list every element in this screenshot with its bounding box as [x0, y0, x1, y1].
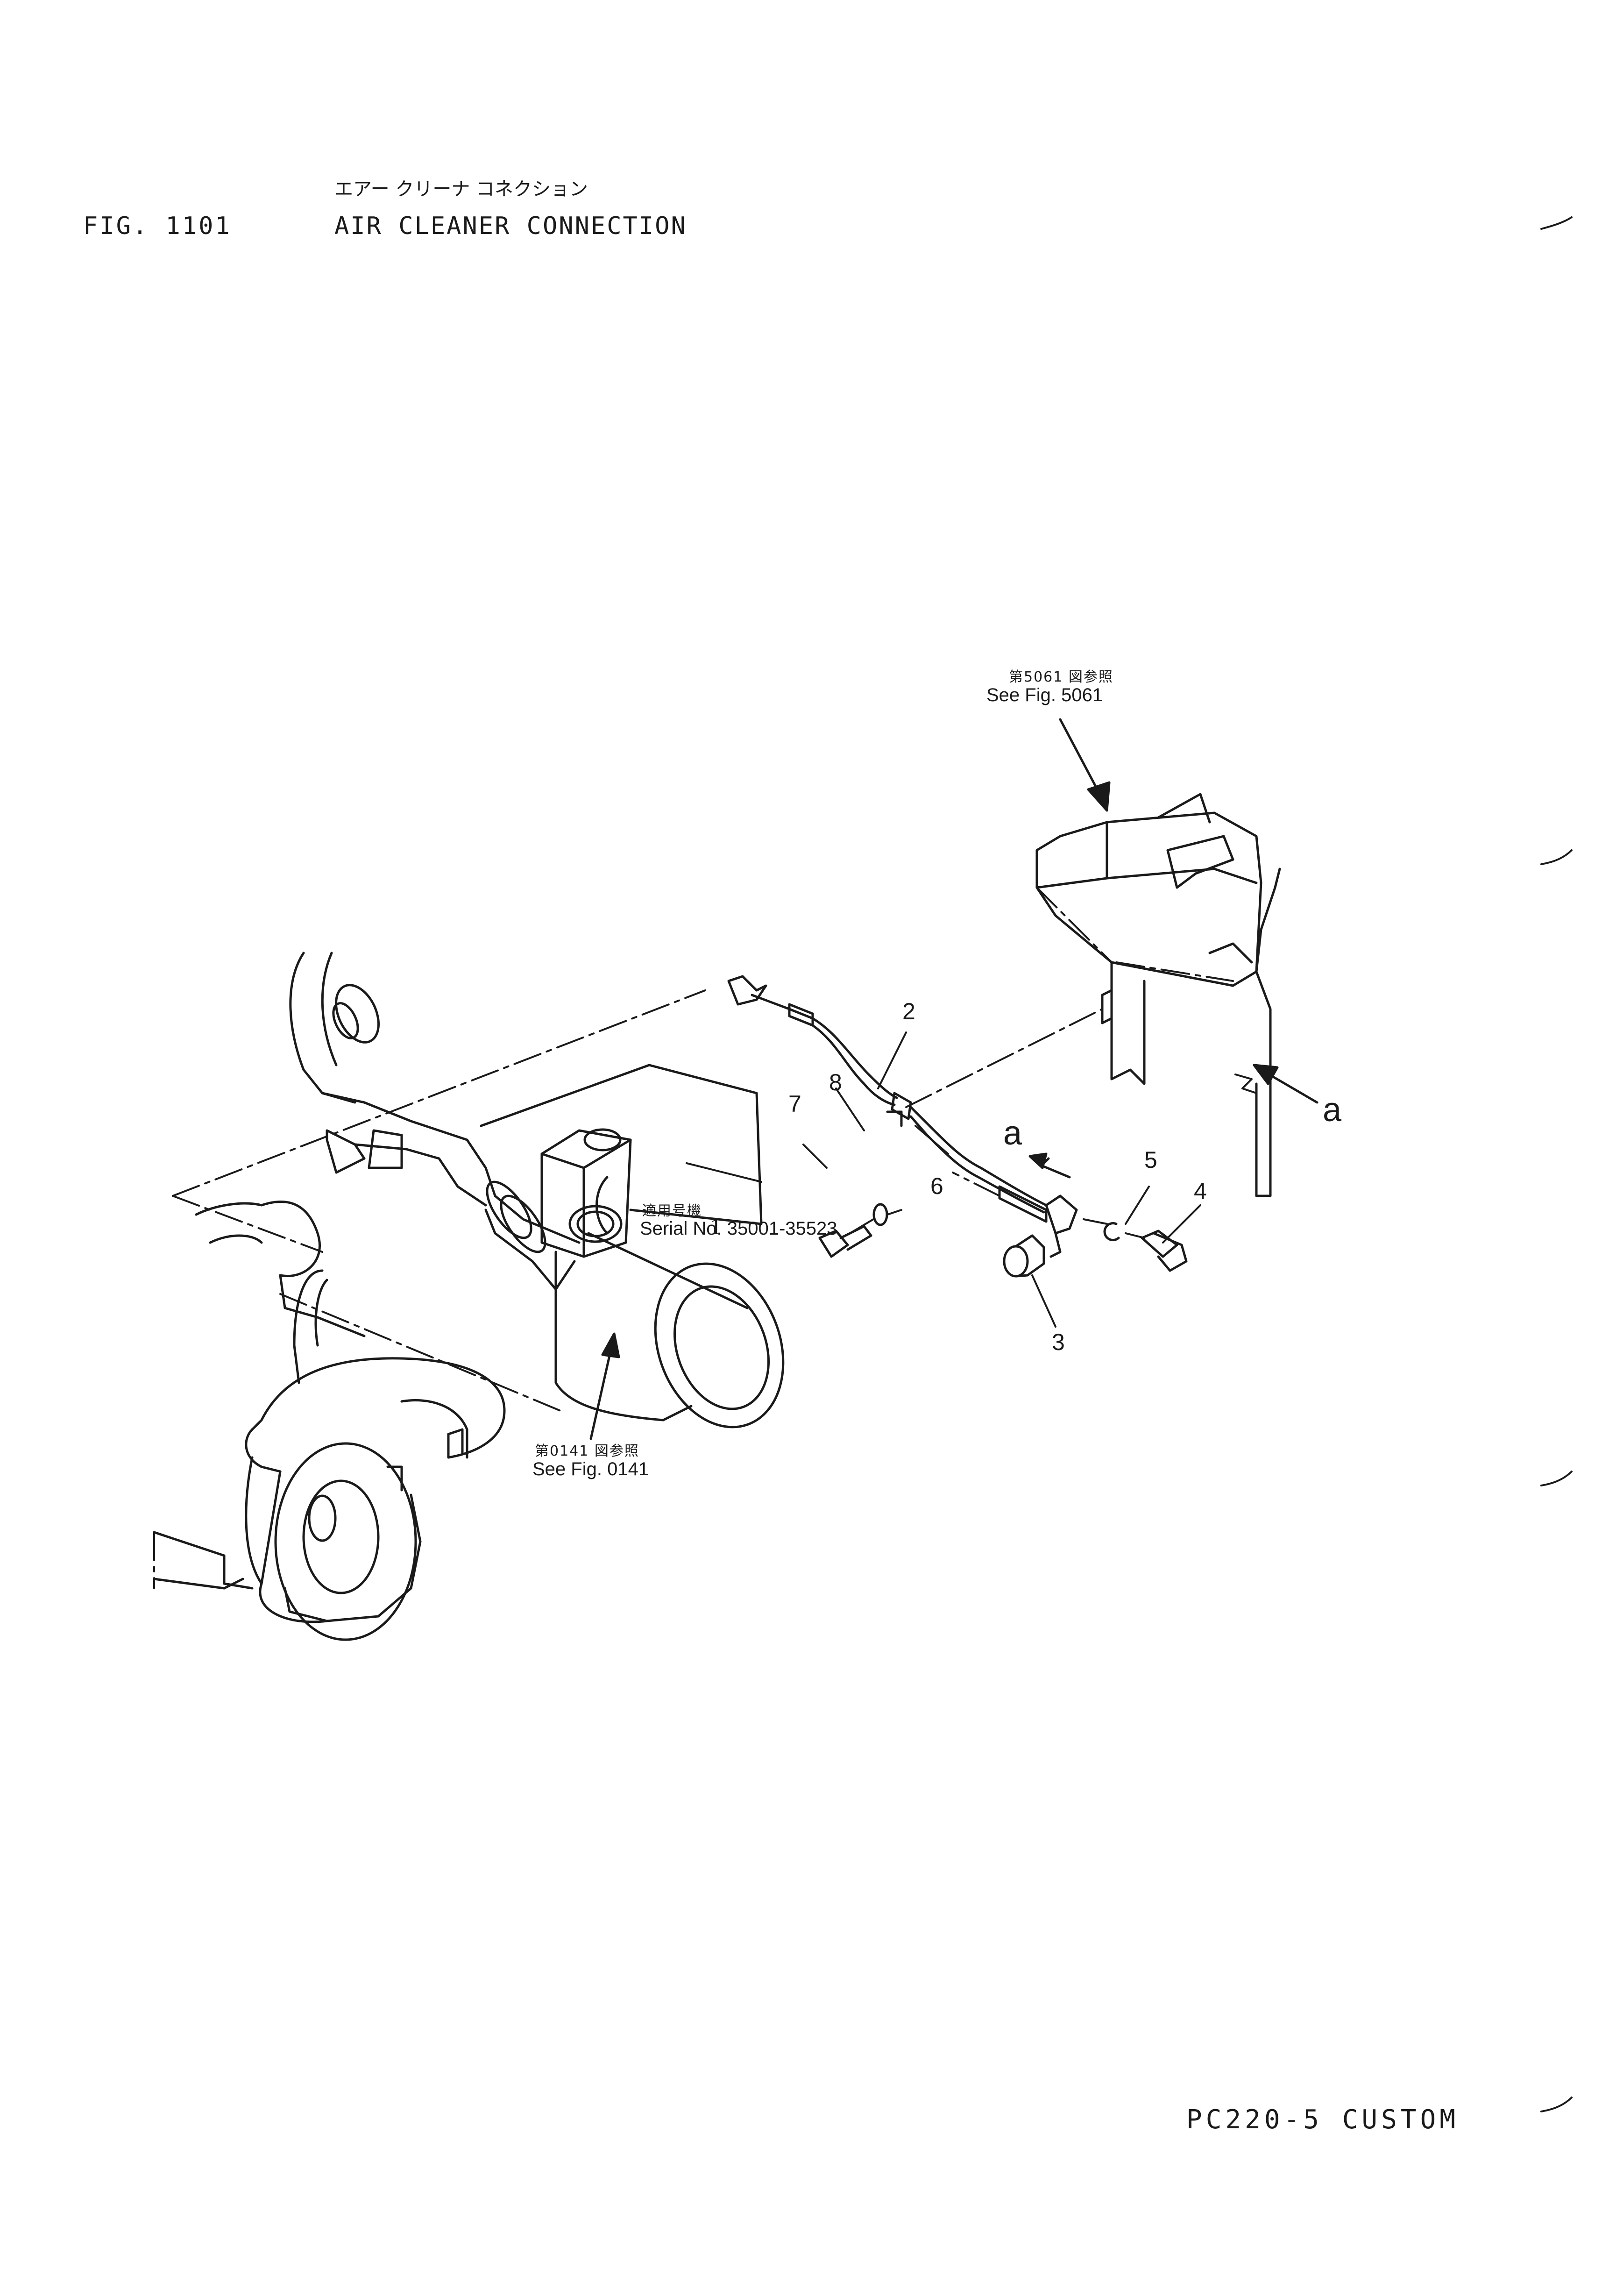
callout-2: 2	[902, 998, 915, 1024]
model-footer: PC220-5 CUSTOM	[1186, 2104, 1460, 2135]
frame-bracket	[1035, 793, 1281, 1197]
bolt-item-4	[1141, 1230, 1188, 1272]
ref-fig-0141: See Fig. 0141	[532, 1459, 649, 1479]
view-ref-a-detail: a	[1003, 1115, 1022, 1152]
callout-1: 1	[710, 1213, 722, 1239]
callout-5: 5	[1144, 1147, 1157, 1173]
plug-item-3	[1003, 1234, 1045, 1278]
callout-4: 4	[1194, 1178, 1207, 1204]
figure-number: FIG. 1101	[83, 212, 232, 240]
leader-lines	[686, 1031, 1201, 1328]
phantom-lines	[153, 887, 1234, 1589]
arrow-view-a-detail	[1028, 1152, 1071, 1179]
washer-item-8	[872, 1203, 888, 1226]
clip-item-6	[886, 1110, 903, 1127]
hose-item-2	[727, 975, 1048, 1214]
serial-applicability: Serial No. 35001-35523	[640, 1218, 837, 1239]
callout-8: 8	[829, 1069, 842, 1095]
sensor-fitting	[998, 1185, 1078, 1258]
figure-title: AIR CLEANER CONNECTION	[334, 212, 687, 240]
snap-ring-item-5	[1103, 1222, 1120, 1242]
figure-title-japanese: エアー クリーナ コネクション	[334, 178, 588, 200]
view-ref-a-frame: a	[1323, 1091, 1342, 1129]
inset-detail-box	[480, 1064, 763, 1258]
callout-6: 6	[930, 1173, 943, 1199]
ref-fig-5061: See Fig. 5061	[986, 685, 1103, 705]
engine-assembly	[153, 1201, 506, 1641]
arrow-view-a-frame	[1253, 1064, 1318, 1104]
arrow-see-fig-0141	[589, 1332, 620, 1440]
callout-7: 7	[788, 1091, 801, 1117]
arrow-see-fig-5061	[1059, 718, 1111, 812]
ref-fig-0141-japanese: 第0141 図参照	[535, 1443, 639, 1459]
scan-marks	[1540, 216, 1573, 2112]
intake-elbow	[289, 952, 581, 1291]
callout-3: 3	[1052, 1329, 1065, 1355]
ref-fig-5061-japanese: 第5061 図参照	[1009, 669, 1113, 685]
air-cleaner-canister	[554, 1205, 785, 1429]
serial-applicability-japanese: 適用号機	[642, 1203, 702, 1219]
